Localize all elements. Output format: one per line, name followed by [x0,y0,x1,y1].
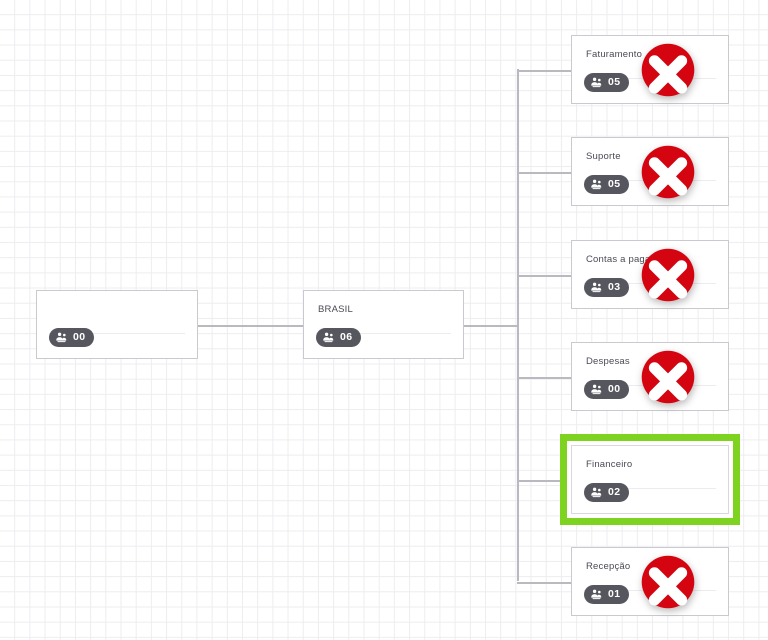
member-count-value: 02 [608,486,621,499]
connector-trunk-to-department-5 [517,480,571,482]
node-title: Suporte [586,151,621,162]
member-count-value: 05 [608,178,621,191]
red-x-icon[interactable] [639,41,697,99]
connector-trunk-to-department-3 [517,275,571,277]
member-count-badge[interactable]: 03 [584,278,630,297]
member-count-badge[interactable]: 01 [584,585,630,604]
node-title: BRASIL [318,304,353,315]
member-count-value: 05 [608,76,621,89]
member-count-value: 00 [73,331,86,344]
red-x-icon[interactable] [639,348,697,406]
member-count-value: 00 [608,383,621,396]
users-icon [55,331,68,344]
node-root[interactable]: 00 [36,290,198,359]
node-brasil[interactable]: BRASIL 06 [303,290,464,359]
connector-root-to-branch [198,325,303,327]
red-x-icon[interactable] [639,246,697,304]
users-icon [590,281,603,294]
users-icon [590,588,603,601]
node-divider [584,488,716,489]
member-count-badge[interactable]: 06 [316,328,362,347]
node-title: Faturamento [586,49,643,60]
connector-trunk-to-department-4 [517,377,571,379]
member-count-value: 01 [608,588,621,601]
member-count-badge[interactable]: 00 [49,328,95,347]
connector-trunk-to-department-2 [517,172,571,174]
red-x-icon[interactable] [639,553,697,611]
red-x-icon[interactable] [639,143,697,201]
users-icon [590,383,603,396]
users-icon [590,76,603,89]
member-count-value: 06 [340,331,353,344]
users-icon [322,331,335,344]
member-count-badge[interactable]: 02 [584,483,630,502]
node-title: Contas a pagar [586,254,654,265]
node-title: Despesas [586,356,630,367]
connector-trunk-to-department-1 [517,70,571,72]
connector-trunk [517,69,519,581]
node-divider [316,333,451,334]
node-title: Financeiro [586,459,633,470]
node-divider [49,333,185,334]
connector-branch-to-trunk [464,325,519,327]
users-icon [590,178,603,191]
node-department-5[interactable]: Financeiro 02 [571,445,729,514]
member-count-badge[interactable]: 00 [584,380,630,399]
connector-trunk-to-department-6 [517,582,571,584]
member-count-badge[interactable]: 05 [584,73,630,92]
member-count-value: 03 [608,281,621,294]
node-title: Recepção [586,561,631,572]
member-count-badge[interactable]: 05 [584,175,630,194]
users-icon [590,486,603,499]
